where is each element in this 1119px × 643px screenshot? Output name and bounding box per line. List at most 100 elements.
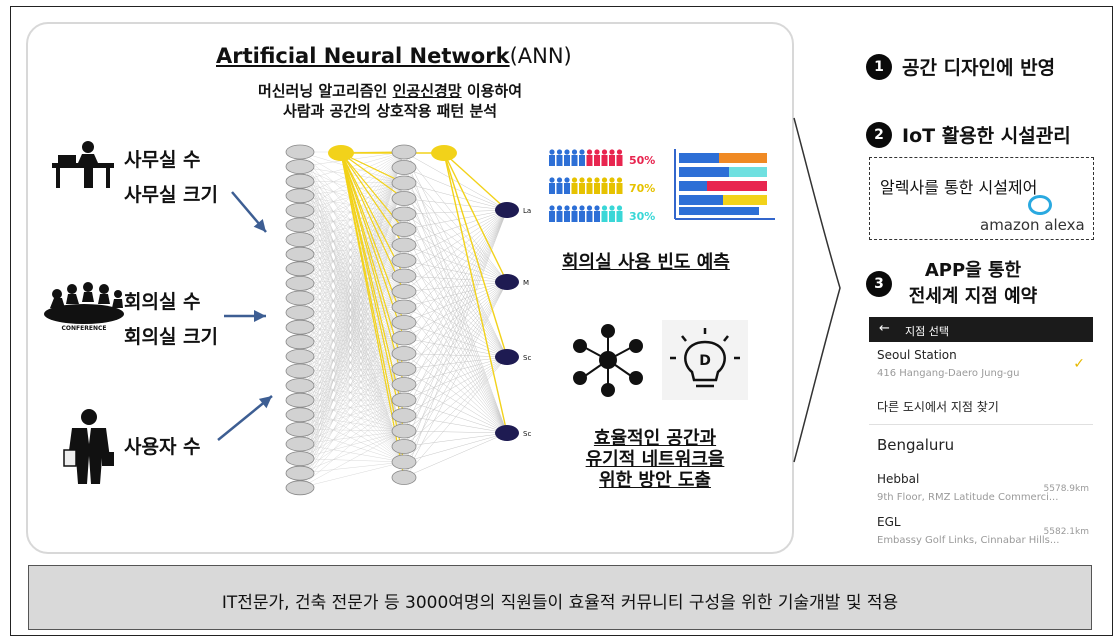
alexa-caption: 알렉사를 통한 시설제어 xyxy=(880,178,1038,197)
person-head xyxy=(564,205,570,211)
hidden-node xyxy=(391,423,417,439)
active-node xyxy=(431,145,457,161)
ann-title: Artificial Neural Network(ANN) xyxy=(216,44,572,68)
input-node xyxy=(285,188,315,204)
input-node xyxy=(285,173,315,189)
hidden-node xyxy=(391,454,417,470)
branch-list: Seoul Station 416 Hangang-Daero Jung-gu … xyxy=(869,342,1093,552)
person-head xyxy=(609,205,615,211)
app-title: APP을 통한 전세계 지점 예약 xyxy=(878,258,1068,310)
input-node xyxy=(285,305,315,321)
footer-banner: IT전문가, 건축 전문가 등 3000여명의 직원들이 효율적 커뮤니티 구성… xyxy=(28,565,1092,630)
network-connections xyxy=(299,151,508,488)
person-body xyxy=(571,183,578,194)
app-bar-title: 지점 선택 xyxy=(905,325,949,338)
person-head xyxy=(601,177,608,183)
businessman-icon xyxy=(63,409,114,484)
person-body xyxy=(564,211,570,222)
hidden-node xyxy=(391,222,417,237)
hidden-node xyxy=(391,237,417,253)
branch-name: Hebbal xyxy=(877,472,920,486)
branch-row-hebbal[interactable]: Hebbal 9th Floor, RMZ Latitude Commerci.… xyxy=(877,472,1058,503)
app-title-line1: APP을 통한 xyxy=(924,260,1022,281)
bar-seg xyxy=(723,195,767,205)
input-node xyxy=(285,451,315,467)
other-city-label: 다른 도시에서 지점 찾기 xyxy=(877,400,999,414)
person-head xyxy=(616,205,623,211)
right-item-1-text: 공간 디자인에 반영 xyxy=(902,57,1056,79)
check-icon: ✓ xyxy=(1073,356,1085,372)
person-head xyxy=(556,205,563,211)
person-head xyxy=(609,149,615,155)
person-body xyxy=(594,155,600,166)
branch-row-egl[interactable]: EGL Embassy Golf Links, Cinnabar Hills..… xyxy=(877,515,1059,546)
person-head xyxy=(586,177,593,183)
stacked-bar-chart xyxy=(674,149,775,220)
person-head xyxy=(549,177,555,183)
badge-2: 2 xyxy=(866,121,892,148)
branch-distance: 5578.9km xyxy=(1043,484,1089,494)
input-meeting-size: 회의실 크기 xyxy=(124,326,219,348)
person-body xyxy=(556,211,563,222)
hidden-node xyxy=(391,408,417,423)
ann-title-main: Artificial Neural Network xyxy=(216,44,510,68)
efficiency-line3: 위한 방안 도출 xyxy=(599,470,711,491)
person-body xyxy=(616,183,623,194)
alexa-logo: amazon alexa xyxy=(980,216,1085,234)
percent-label: 70% xyxy=(629,182,655,195)
person-body xyxy=(594,183,600,194)
input-node xyxy=(285,202,315,218)
network-people-icon xyxy=(573,324,643,397)
person-body xyxy=(549,183,555,194)
person-body xyxy=(564,155,570,166)
meeting-prediction-caption: 회의실 사용 빈도 예측 xyxy=(562,252,730,273)
input-node xyxy=(285,465,315,481)
person-body xyxy=(579,183,585,194)
other-city-link[interactable]: 다른 도시에서 지점 찾기 xyxy=(877,398,999,415)
badge-1: 1 xyxy=(866,53,892,80)
app-header-bar: ← 지점 선택 xyxy=(869,317,1093,342)
hidden-node xyxy=(391,377,417,392)
hidden-node xyxy=(391,160,417,175)
person-head xyxy=(616,149,623,155)
hidden-node xyxy=(391,253,417,268)
input-user-count: 사용자 수 xyxy=(124,436,201,458)
back-arrow-icon[interactable]: ← xyxy=(879,321,890,336)
person-head xyxy=(609,177,615,183)
output-node-label: Sc xyxy=(523,354,531,362)
person-body xyxy=(601,211,608,222)
hidden-node xyxy=(391,284,417,299)
person-body xyxy=(564,183,570,194)
branch-name: Seoul Station xyxy=(877,348,957,362)
input-node xyxy=(285,217,315,233)
hidden-node xyxy=(391,175,417,191)
bar-seg xyxy=(679,181,707,191)
input-node xyxy=(285,275,315,291)
ann-subtitle-line2: 사람과 공간의 상호작용 패턴 분석 xyxy=(282,102,498,120)
lightbulb-idea-icon: D xyxy=(662,320,748,400)
person-head xyxy=(549,149,555,155)
hidden-node xyxy=(391,330,417,346)
person-body xyxy=(601,155,608,166)
person-body xyxy=(549,155,555,166)
person-body xyxy=(586,211,593,222)
person-head xyxy=(579,149,585,155)
ann-subtitle-underlined: 인공신경망 xyxy=(392,82,462,100)
percent-label: 50% xyxy=(629,154,655,167)
branch-row-seoul[interactable]: Seoul Station 416 Hangang-Daero Jung-gu xyxy=(877,348,1019,379)
person-head xyxy=(601,149,608,155)
hidden-node xyxy=(391,361,417,377)
person-head xyxy=(601,205,608,211)
input-office-count: 사무실 수 xyxy=(124,149,201,171)
branch-address: 416 Hangang-Daero Jung-gu xyxy=(877,368,1020,379)
input-node xyxy=(285,319,315,335)
output-node xyxy=(495,274,519,290)
footer-text: IT전문가, 건축 전문가 등 3000여명의 직원들이 효율적 커뮤니티 구성… xyxy=(221,593,899,613)
hidden-node xyxy=(391,315,417,330)
percent-label: 30% xyxy=(629,210,655,223)
ann-subtitle-line1: 머신러닝 알고리즘인 인공신경망 이용하여 xyxy=(200,80,580,101)
branch-address: Embassy Golf Links, Cinnabar Hills... xyxy=(877,535,1060,546)
arrow-office xyxy=(231,191,267,233)
output-node xyxy=(495,425,519,441)
input-node xyxy=(285,480,315,496)
